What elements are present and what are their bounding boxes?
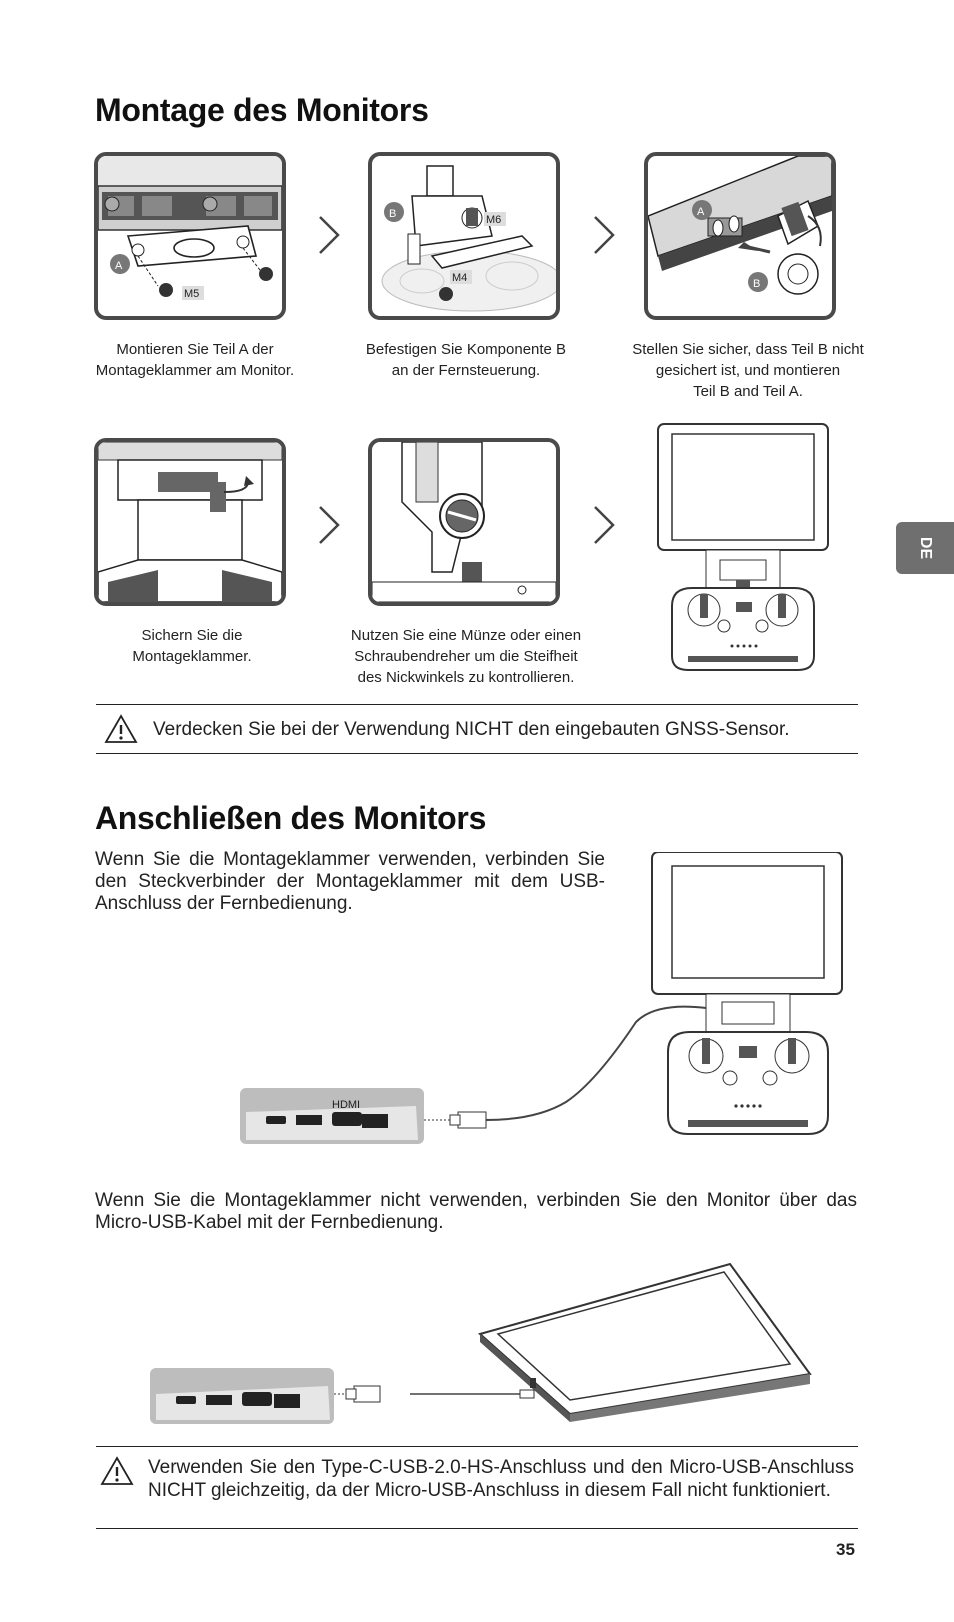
warning2-bottom-rule (96, 1528, 858, 1529)
section-title-mount: Montage des Monitors (95, 92, 429, 128)
warning-triangle-icon (104, 714, 138, 743)
step2-caption: Befestigen Sie Komponente B an der Ferns… (365, 341, 567, 379)
warning2-top-rule (96, 1446, 858, 1447)
warning2-text: Verwenden Sie den Type-C-USB-2.0-HS-Ansc… (148, 1457, 854, 1501)
step3-caption: Stellen Sie sicher, dass Teil B nicht ge… (632, 341, 864, 400)
step1-illustration: A M5 (94, 152, 286, 320)
connect-paragraph-2: Wenn Sie die Montageklammer nicht verwen… (95, 1190, 857, 1233)
page-number: 35 (836, 1540, 855, 1559)
step3-label-b: B (753, 278, 760, 290)
step2-label-b: B (389, 208, 396, 220)
warning-triangle-icon (100, 1456, 134, 1485)
port-label-hdmi: HDMI (332, 1099, 360, 1111)
chevron-right-icon (594, 216, 615, 254)
step2-label-m6: M6 (486, 214, 501, 226)
language-tab-label: DE (917, 536, 934, 560)
warning1-top-rule (96, 704, 858, 705)
step5-illustration (368, 438, 560, 606)
language-tab: DE (896, 522, 954, 574)
warning1-bottom-rule (96, 753, 858, 754)
step3-label-a: A (697, 206, 705, 218)
step2-label-m4: M4 (452, 272, 467, 284)
warning1-text: Verdecken Sie bei der Verwendung NICHT d… (153, 719, 790, 740)
connect-bracket-illustration: HDMI (240, 852, 843, 1144)
connect-paragraph-1: Wenn Sie die Montageklammer verwenden, v… (95, 849, 605, 914)
step4-illustration (94, 438, 286, 606)
step1-label-a: A (115, 260, 123, 272)
chevron-right-icon (594, 506, 615, 544)
connect-micro-usb-illustration (150, 1262, 812, 1424)
step1-label-m5: M5 (184, 288, 199, 300)
step5-caption: Nutzen Sie eine Münze oder einen Schraub… (350, 627, 582, 686)
step2-illustration: B M6 M4 (368, 152, 560, 320)
chevron-right-icon (319, 216, 340, 254)
step4-caption: Sichern Sie die Montageklammer. (132, 627, 252, 665)
mounted-monitor-illustration (657, 423, 829, 671)
section-title-connect: Anschließen des Monitors (95, 800, 487, 836)
chevron-right-icon (319, 506, 340, 544)
step3-illustration: A B (644, 152, 836, 320)
step1-caption: Montieren Sie Teil A der Montageklammer … (95, 341, 295, 379)
